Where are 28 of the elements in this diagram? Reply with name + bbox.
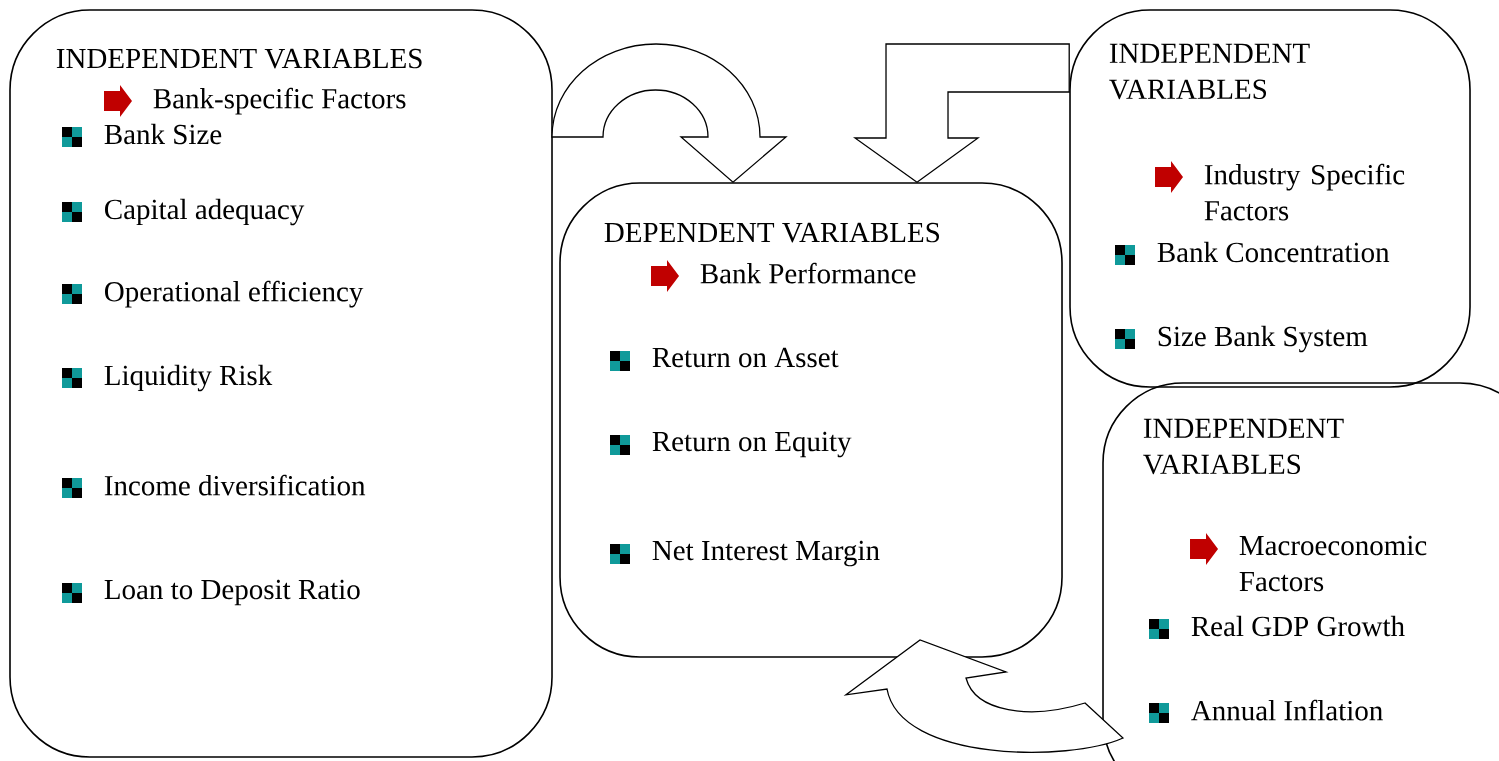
list-item: Annual Inflation	[1191, 699, 1383, 721]
heading: INDEPENDENT VARIABLES	[1109, 43, 1310, 100]
list-item: Net Interest Margin	[652, 540, 880, 567]
heading: INDEPENDENT VARIABLES	[1143, 418, 1344, 475]
list-item: Size Bank System	[1158, 325, 1368, 353]
list-item: Bank Size	[104, 123, 222, 145]
rounded-box	[9, 9, 553, 758]
list-item: Capital adequacy	[105, 198, 305, 226]
list-item: Return on Asset	[652, 347, 839, 368]
list-item: Return on Equity	[652, 431, 852, 458]
subheading: Bank Performance	[700, 262, 916, 284]
block-arrow	[852, 43, 1070, 183]
rounded-box	[559, 182, 1063, 658]
list-item: Loan to Deposit Ratio	[104, 579, 360, 606]
heading: INDEPENDENT VARIABLES	[56, 48, 422, 69]
list-item: Liquidity Risk	[104, 364, 273, 392]
list-item: Real GDP Growth	[1191, 615, 1405, 637]
list-item: Income diversification	[104, 474, 366, 496]
subheading: Industry Specific Factors	[1204, 163, 1405, 221]
rounded-box	[1102, 382, 1499, 761]
list-item: Operational efficiency	[105, 280, 364, 308]
block-arrow	[845, 639, 1124, 753]
rounded-box	[1069, 9, 1471, 388]
subheading: Bank-specific Factors	[153, 87, 406, 115]
block-arrow	[551, 43, 787, 183]
list-item: Bank Concentration	[1157, 241, 1390, 263]
subheading: Macroeconomic Factors	[1239, 535, 1427, 592]
heading: DEPENDENT VARIABLES	[604, 222, 940, 243]
